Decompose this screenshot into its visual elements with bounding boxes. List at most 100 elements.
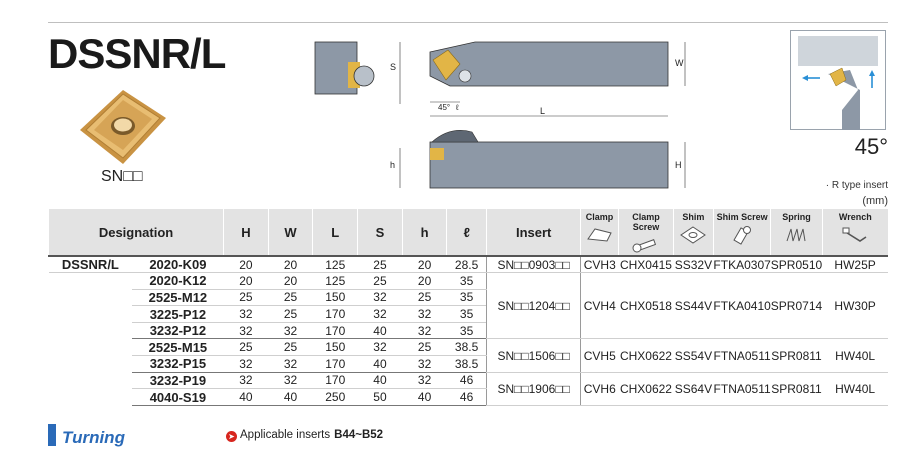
- brand-cell-empty: [49, 372, 133, 389]
- header-wrench: Wrench: [821, 209, 888, 256]
- value-H: 25: [223, 289, 269, 307]
- wrench-cell: HW40L: [822, 372, 888, 406]
- value-L: 170: [312, 322, 358, 340]
- value-h: 20: [402, 272, 447, 290]
- value-S: 32: [357, 305, 403, 323]
- header-shim: Shim: [672, 209, 714, 256]
- shim-screw-cell: FTNA0511: [713, 372, 771, 406]
- clamp-icon: [586, 228, 612, 242]
- header-insert: Insert: [486, 209, 581, 256]
- value-S: 50: [357, 388, 403, 406]
- clamp-cell: CVH6: [580, 372, 619, 406]
- shim-icon: [680, 226, 707, 244]
- shim-cell: SS64V: [673, 372, 714, 406]
- header-designation: Designation: [47, 209, 224, 256]
- value-H: 32: [223, 305, 269, 323]
- value-W: 32: [268, 372, 313, 390]
- value-ell: 35: [446, 289, 487, 307]
- insert-cell: SN□□1906□□: [486, 372, 581, 406]
- value-L: 170: [312, 355, 358, 373]
- insert-cell: SN□□0903□□: [486, 256, 581, 274]
- brand-cell-empty: [49, 289, 133, 306]
- designation-code: 3232-P19: [132, 372, 224, 390]
- designation-code: 3232-P15: [132, 355, 224, 373]
- r-type-note: · R type insert: [825, 180, 888, 191]
- brand-cell-empty: [49, 339, 133, 356]
- approach-angle: 45°: [854, 134, 888, 159]
- brand-cell: DSSNR/L: [48, 256, 133, 274]
- dim-ell: ℓ: [455, 103, 459, 112]
- designation-code: 2020-K09: [132, 256, 224, 274]
- value-S: 25: [357, 272, 403, 290]
- value-S: 25: [357, 256, 403, 274]
- shim-screw-cell: FTNA0511: [713, 338, 771, 373]
- value-h: 40: [402, 388, 447, 406]
- value-ell: 35: [446, 305, 487, 323]
- unit-note: (mm): [862, 195, 888, 207]
- table-row: DSSNR/L 2020-K09 20 20 125 25 20 28.5 SN…: [48, 256, 888, 274]
- value-S: 40: [357, 372, 403, 390]
- table-row: 3232-P15 32 32 170 40 32 38.5: [49, 355, 889, 373]
- value-h: 20: [402, 256, 447, 274]
- header-H: H: [223, 209, 269, 256]
- dim-h-large: H: [675, 160, 682, 170]
- dim-s: S: [390, 62, 396, 72]
- value-H: 32: [223, 322, 269, 340]
- value-W: 20: [268, 272, 313, 290]
- insert-code-label: SN□□: [101, 168, 143, 185]
- value-W: 32: [268, 322, 313, 340]
- value-W: 25: [268, 338, 313, 357]
- designation-code: 2525-M12: [132, 289, 224, 307]
- table-row: 2525-M12 25 25 150 32 25 35: [49, 289, 889, 307]
- shim-screw-cell: FTKA0307: [713, 256, 771, 274]
- shim-cell: SS32V: [673, 256, 714, 274]
- value-H: 20: [223, 272, 269, 290]
- dim-h-small: h: [390, 160, 395, 170]
- holder-diagram: S W L 45° ℓ h H: [314, 41, 686, 189]
- spring-cell: SPR0510: [770, 256, 823, 274]
- page-title: DSSNR/L: [48, 30, 226, 77]
- brand-cell-empty: [49, 389, 133, 406]
- header-clamp-screw: Clamp Screw: [617, 209, 674, 256]
- dim-w: W: [675, 58, 684, 68]
- header-clamp: Clamp: [580, 209, 619, 256]
- table-row: 3232-P12 32 32 170 40 32 35: [49, 322, 889, 340]
- value-L: 150: [312, 338, 358, 357]
- value-ell: 28.5: [446, 256, 487, 274]
- value-S: 40: [357, 355, 403, 373]
- wrench-icon: [842, 227, 867, 242]
- designation-code: 2020-K12: [132, 272, 224, 290]
- header-shim-screw-label: Shim Screw: [716, 212, 768, 222]
- value-L: 150: [312, 289, 358, 307]
- shim-screw-cell: FTKA0410: [713, 272, 771, 340]
- value-W: 20: [268, 256, 313, 274]
- clamp-screw-cell: CHX0622: [618, 338, 674, 373]
- spring-cell: SPR0811: [770, 338, 823, 373]
- spec-table: Designation H W L S h ℓ Insert Clamp Cla…: [47, 209, 889, 406]
- header-shim-label: Shim: [682, 212, 705, 222]
- table-row: 3232-P19 32 32 170 40 32 46 SN□□1906□□ C…: [49, 372, 888, 406]
- spring-cell: SPR0811: [770, 372, 823, 406]
- designation-code: 4040-S19: [132, 388, 224, 406]
- wrench-cell: HW40L: [822, 338, 888, 373]
- shim-cell: SS44V: [673, 272, 714, 340]
- value-H: 40: [223, 388, 269, 406]
- header-shim-screw: Shim Screw: [712, 209, 771, 256]
- value-L: 170: [312, 372, 358, 390]
- header-S: S: [357, 209, 403, 256]
- value-W: 32: [268, 355, 313, 373]
- top-rule: [48, 22, 888, 23]
- insert-icon: [80, 90, 166, 164]
- header-spring: Spring: [770, 209, 823, 256]
- clamp-screw-cell: CHX0518: [618, 272, 674, 340]
- table-row: 2525-M15 25 25 150 32 25 38.5 SN□□1506□□…: [49, 338, 888, 373]
- value-ell: 38.5: [446, 355, 487, 373]
- header-W: W: [267, 209, 313, 256]
- value-ell: 46: [446, 388, 487, 406]
- value-ell: 38.5: [446, 338, 487, 357]
- designation-code: 3225-P12: [132, 305, 224, 323]
- value-W: 40: [268, 388, 313, 406]
- table-row: 3225-P12 32 25 170 32 32 35: [49, 305, 889, 323]
- value-S: 32: [357, 289, 403, 307]
